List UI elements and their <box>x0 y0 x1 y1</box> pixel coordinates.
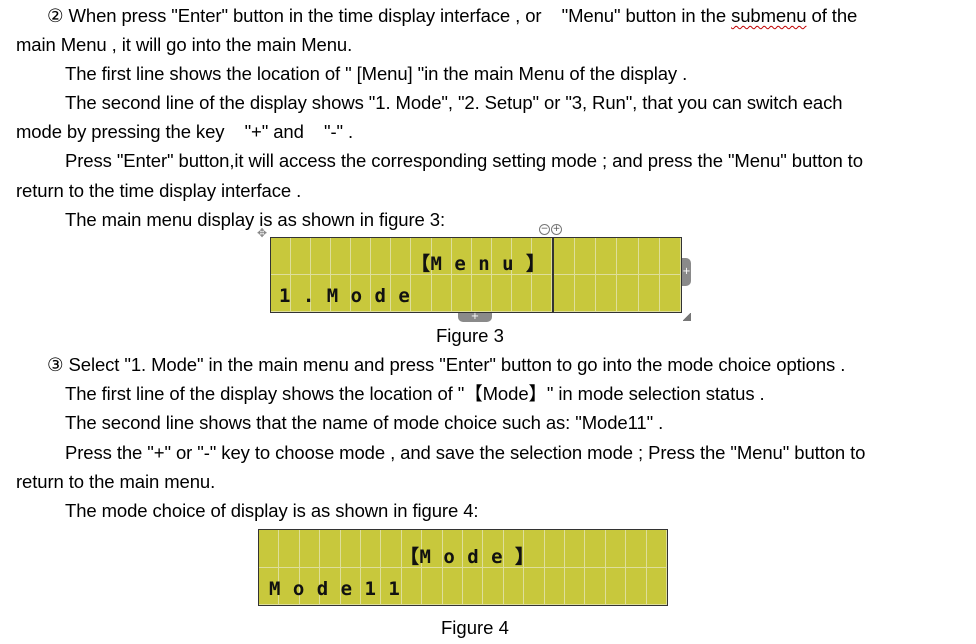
section3-line-6: The mode choice of display is as shown i… <box>65 500 479 521</box>
resize-corner-icon[interactable] <box>683 313 691 321</box>
section3-line-3: The second line shows that the name of m… <box>65 412 664 433</box>
lcd-row-2: M o d e 1 1 <box>269 578 401 600</box>
section2-line-2: main Menu , it will go into the main Men… <box>16 34 353 55</box>
lcd-grid <box>259 530 667 605</box>
text-span: ② When press "Enter" button in the time … <box>47 5 732 26</box>
section2-line-1: ② When press "Enter" button in the time … <box>47 5 857 27</box>
section3-line-1: ③ Select "1. Mode" in the main menu and … <box>47 354 846 375</box>
section3-line-2: The first line of the display shows the … <box>65 383 765 404</box>
expand-right-handle-icon[interactable]: + <box>682 258 691 286</box>
section3-line-4: Press the "+" or "-" key to choose mode … <box>65 442 866 463</box>
section2-line-4: The second line of the display shows "1.… <box>65 92 843 113</box>
lcd-grid <box>554 238 681 312</box>
section2-line-6: Press "Enter" button,it will access the … <box>65 150 863 171</box>
zoom-in-icon[interactable]: + <box>551 224 562 235</box>
figure3-caption: Figure 3 <box>436 325 504 346</box>
figure3-lcd-panel[interactable]: 【M e n u 】 1 . M o d e <box>270 237 553 313</box>
text-span: of the <box>806 5 858 26</box>
lcd-row-2: 1 . M o d e <box>279 285 411 307</box>
figure4-lcd-panel: 【M o d e 】 M o d e 1 1 <box>258 529 668 606</box>
section2-line-7: return to the time display interface . <box>16 180 302 201</box>
lcd-row-1: 【M o d e 】 <box>400 546 535 568</box>
misspelled-word: submenu <box>731 5 807 26</box>
section2-line-8: The main menu display is as shown in fig… <box>65 209 445 230</box>
lcd-grid <box>271 238 552 312</box>
figure4-caption: Figure 4 <box>441 617 509 638</box>
lcd-row-1: 【M e n u 】 <box>411 253 546 275</box>
move-handle-icon[interactable]: ✥ <box>257 226 268 240</box>
zoom-out-icon[interactable]: − <box>539 224 550 235</box>
figure3-lcd-panel-right[interactable] <box>553 237 682 313</box>
expand-down-handle-icon[interactable]: + <box>458 312 492 322</box>
section2-line-5: mode by pressing the key "+" and "-" . <box>16 121 354 142</box>
section2-line-3: The first line shows the location of " [… <box>65 63 688 84</box>
section3-line-5: return to the main menu. <box>16 471 216 492</box>
